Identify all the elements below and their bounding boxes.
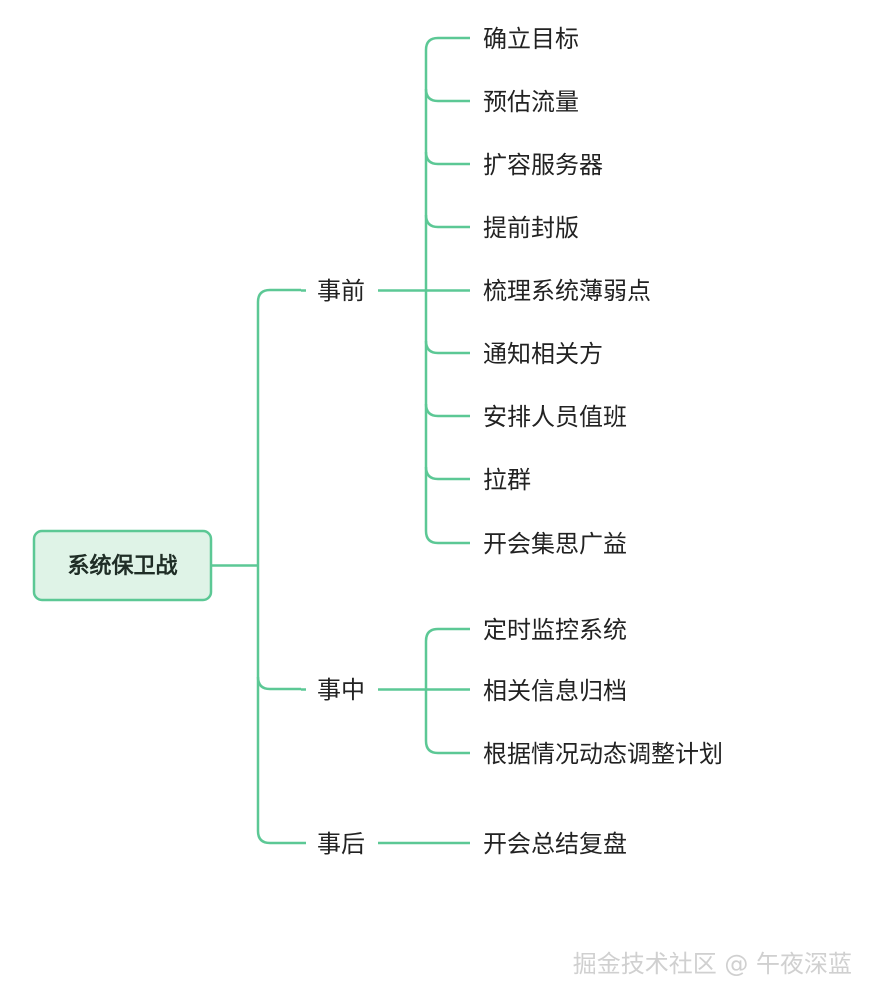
- leaf-before-0[interactable]: 确立目标: [483, 25, 579, 53]
- root-node[interactable]: 系统保卫战: [32, 529, 213, 602]
- leaf-before-7[interactable]: 拉群: [483, 466, 531, 494]
- branch-after[interactable]: 事后 开会总结复盘: [301, 830, 627, 858]
- branch-before-connectors: [424, 36, 470, 545]
- root-node-label: 系统保卫战: [67, 553, 177, 579]
- leaf-after-0[interactable]: 开会总结复盘: [483, 830, 627, 858]
- leaf-before-1[interactable]: 预估流量: [483, 88, 579, 116]
- leaf-during-1[interactable]: 相关信息归档: [483, 677, 627, 705]
- leaf-during-0[interactable]: 定时监控系统: [483, 616, 627, 644]
- branch-during-connectors: [426, 627, 470, 755]
- watermark-text: 掘金技术社区 @ 午夜深蓝: [572, 950, 852, 978]
- leaf-before-8[interactable]: 开会集思广益: [483, 530, 627, 558]
- leaf-before-6[interactable]: 安排人员值班: [483, 403, 627, 431]
- leaf-during-2[interactable]: 根据情况动态调整计划: [483, 740, 723, 768]
- branch-before[interactable]: 事前 确立目标 预估流量 扩容服务器 提前封版 梳理系统薄弱点 通知相关方 安排…: [301, 25, 651, 558]
- main-trunk: [256, 288, 271, 845]
- branch-during[interactable]: 事中 定时监控系统 相关信息归档 根据情况动态调整计划: [301, 616, 723, 768]
- branch-after-label: 事后: [317, 830, 365, 858]
- branch-during-spine: [424, 627, 439, 755]
- trunk-branch-mid: [256, 676, 271, 691]
- leaf-before-3[interactable]: 提前封版: [483, 214, 579, 242]
- branch-during-label: 事中: [317, 676, 365, 704]
- leaf-before-4[interactable]: 梳理系统薄弱点: [483, 277, 651, 305]
- branch-before-label: 事前: [317, 277, 365, 305]
- leaf-before-2[interactable]: 扩容服务器: [483, 151, 603, 179]
- leaf-before-5[interactable]: 通知相关方: [483, 340, 603, 368]
